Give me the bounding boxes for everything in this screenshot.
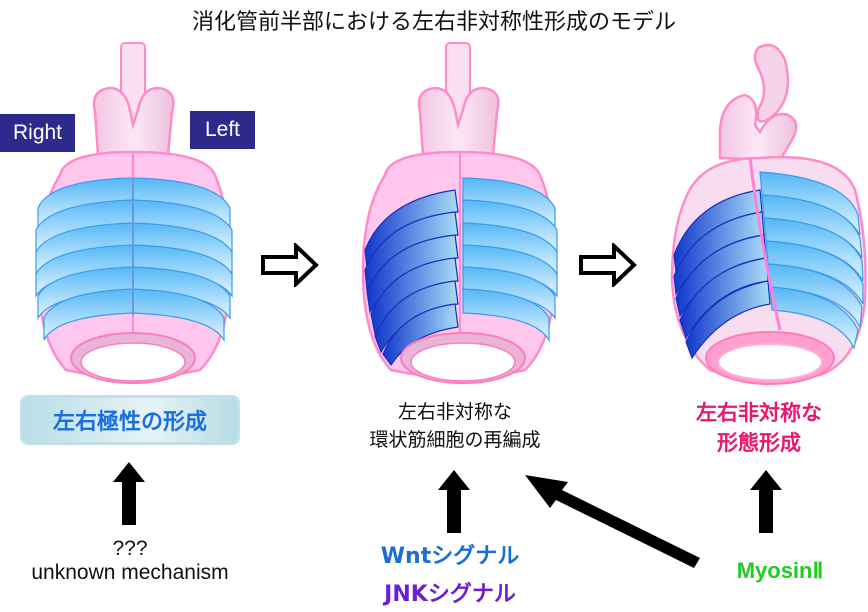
- reorganization-caption-line2: 環状筋細胞の再編成: [369, 429, 541, 451]
- unknown-mechanism-text: ??? unknown mechanism: [0, 537, 260, 585]
- wnt-signal-label: Wntシグナル: [380, 544, 520, 569]
- twisted-midline: [748, 157, 782, 331]
- stomach-lobes: [417, 86, 500, 157]
- left-muscle-bands: [462, 177, 558, 343]
- up-arrow-icon: [438, 470, 470, 533]
- unknown-mechanism-label: unknown mechanism: [31, 561, 229, 584]
- reorganization-caption-line1: 左右非対称な: [397, 401, 512, 423]
- left-side-label: Left: [190, 111, 255, 149]
- gut-lumen: [410, 342, 516, 382]
- transition-arrow-1-icon: [261, 243, 319, 287]
- diagonal-arrow-icon: [525, 475, 700, 568]
- up-arrow-icon: [113, 462, 145, 525]
- morphogenesis-caption-line1: 左右非対称な: [696, 401, 822, 425]
- up-arrow-icon: [750, 470, 782, 533]
- right-side-label: Right: [0, 114, 75, 152]
- stomach-lobes: [92, 86, 175, 157]
- right-muscle-bands-twisted: [673, 189, 771, 360]
- morphogenesis-caption-line2: 形態形成: [717, 431, 801, 455]
- twisted-esophagus: [753, 43, 790, 123]
- gut-stage-3-twisted: [670, 43, 867, 385]
- gut-lumen: [717, 343, 823, 381]
- polarity-formation-label: 左右極性の形成: [52, 410, 207, 435]
- diagram-title: 消化管前半部における左右非対称性形成のモデル: [191, 10, 676, 35]
- polarity-formation-box: 左右極性の形成: [20, 395, 240, 445]
- unknown-question-marks: ???: [112, 537, 148, 560]
- gut-lumen: [80, 342, 186, 382]
- reorganization-caption: 左右非対称な 環状筋細胞の再編成: [310, 398, 600, 454]
- gut-stage-2-reorganization: [361, 42, 558, 384]
- myosin-ii-label: MyosinⅡ: [736, 558, 824, 583]
- right-muscle-bands-tilted: [364, 189, 459, 367]
- transition-arrow-2-icon: [579, 243, 637, 287]
- left-muscle-bands: [759, 171, 864, 350]
- gut-stage-1-symmetric: [35, 42, 233, 384]
- morphogenesis-caption: 左右非対称な 形態形成: [650, 398, 868, 458]
- stomach-lobes: [718, 93, 798, 162]
- jnk-signal-label: JNKシグナル: [384, 582, 516, 607]
- circular-muscle-bands: [35, 177, 233, 343]
